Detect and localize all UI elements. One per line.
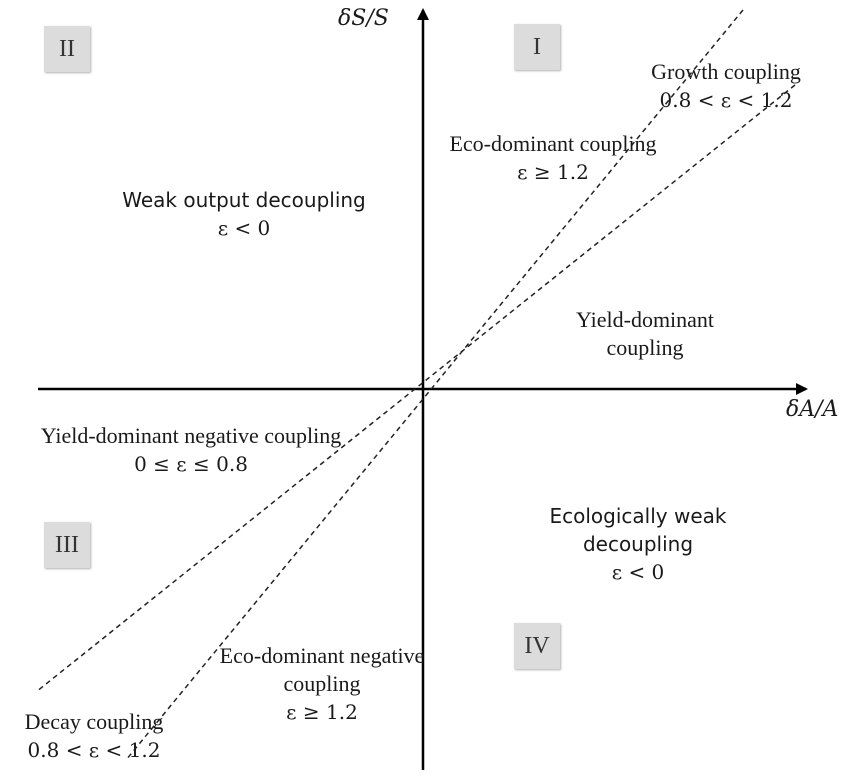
ecologically-weak-decoupling-line2: decoupling bbox=[582, 532, 694, 556]
yield-dominant-coupling-line1: Yield-dominant bbox=[575, 307, 715, 332]
weak-output-decoupling-condition: ε < 0 bbox=[217, 216, 271, 240]
ecologically-weak-decoupling-label: Ecologically weak decoupling ε < 0 bbox=[528, 502, 748, 586]
y-axis-label: δS/S bbox=[338, 6, 389, 31]
growth-coupling-condition: 0.8 < ε < 1.2 bbox=[659, 88, 793, 112]
quadrant-4-badge: IV bbox=[514, 623, 560, 669]
eco-dominant-coupling-condition: ε ≥ 1.2 bbox=[517, 160, 589, 184]
growth-coupling-label: Growth coupling 0.8 < ε < 1.2 bbox=[620, 58, 832, 114]
yield-dominant-coupling-line2: coupling bbox=[606, 335, 684, 360]
eco-dominant-negative-coupling-line2: coupling bbox=[283, 671, 361, 696]
eco-dominant-negative-coupling-label: Eco-dominant negative coupling ε ≥ 1.2 bbox=[188, 642, 456, 726]
quadrant-2-badge: II bbox=[44, 26, 90, 72]
quadrant-3-badge: III bbox=[44, 522, 90, 568]
x-axis-label: δA/A bbox=[786, 397, 839, 422]
eco-dominant-coupling-name: Eco-dominant coupling bbox=[449, 131, 657, 156]
decay-coupling-label: Decay coupling 0.8 < ε < 1.2 bbox=[2, 708, 186, 764]
quadrant-1-badge: I bbox=[514, 24, 560, 70]
yield-dominant-coupling-label: Yield-dominant coupling bbox=[530, 306, 760, 362]
decay-coupling-name: Decay coupling bbox=[24, 709, 164, 734]
yield-dominant-negative-coupling-condition: 0 ≤ ε ≤ 0.8 bbox=[134, 452, 248, 476]
decay-coupling-condition: 0.8 < ε < 1.2 bbox=[27, 738, 161, 762]
weak-output-decoupling-name: Weak output decoupling bbox=[122, 188, 366, 212]
ecologically-weak-decoupling-line1: Ecologically weak bbox=[549, 504, 727, 528]
eco-dominant-coupling-label: Eco-dominant coupling ε ≥ 1.2 bbox=[422, 130, 684, 186]
growth-coupling-name: Growth coupling bbox=[651, 59, 801, 84]
ecologically-weak-decoupling-condition: ε < 0 bbox=[611, 560, 665, 584]
weak-output-decoupling-label: Weak output decoupling ε < 0 bbox=[98, 186, 390, 242]
eco-dominant-negative-coupling-line1: Eco-dominant negative bbox=[219, 643, 425, 668]
yield-dominant-negative-coupling-label: Yield-dominant negative coupling 0 ≤ ε ≤… bbox=[2, 422, 380, 478]
eco-dominant-negative-coupling-condition: ε ≥ 1.2 bbox=[286, 700, 358, 724]
yield-dominant-negative-coupling-name: Yield-dominant negative coupling bbox=[40, 423, 342, 448]
